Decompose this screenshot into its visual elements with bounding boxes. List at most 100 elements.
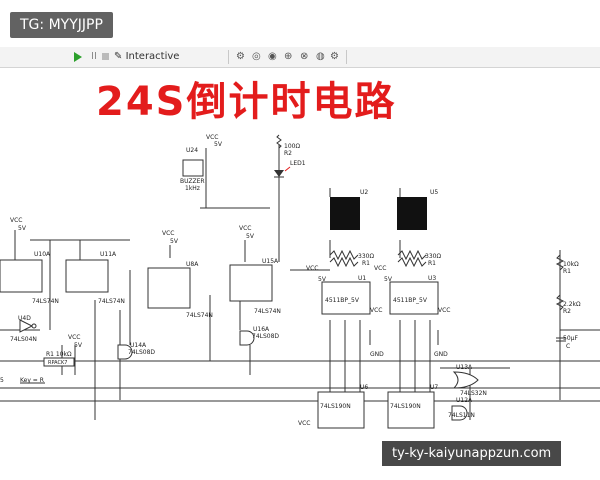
stop-simulation-icon[interactable] <box>102 53 109 60</box>
interactive-mode-label: Interactive <box>125 51 180 62</box>
label-330-b: 330Ω <box>425 253 441 260</box>
label-u13a: U13A <box>456 364 473 371</box>
resistor-array-u1[interactable] <box>329 249 359 268</box>
and-gate-u14a[interactable]: U14A 74LS08D <box>117 342 155 360</box>
resistor-r2-led1[interactable]: 100Ω R2 LED1 <box>274 134 306 178</box>
settings-gear-icon[interactable]: ⚙ <box>330 51 339 62</box>
flipflop-u8a[interactable]: U8A 74LS74N <box>147 261 213 319</box>
page-title: 24S倒计时电路 <box>96 79 397 125</box>
label-74ls74-b: 74LS74N <box>98 298 125 305</box>
measure-icon[interactable]: ◍ <box>316 51 325 62</box>
grapher-icon[interactable]: ◉ <box>268 51 277 62</box>
label-led1: LED1 <box>290 160 306 167</box>
label-74ls74-a: 74LS74N <box>32 298 59 305</box>
probe-icon[interactable]: ⚙ <box>236 51 245 62</box>
watermark-bottom: ty-ky-kaiyunappzun.com <box>382 441 562 466</box>
label-r2-right: R2 <box>563 308 571 315</box>
switch-key[interactable]: 5 Key = R <box>0 377 44 384</box>
label-u3: U3 <box>428 275 436 282</box>
label-74ls32: 74LS32N <box>460 390 487 397</box>
label-u15a: U15A <box>262 258 279 265</box>
label-u11a: U11A <box>100 251 117 258</box>
or-gate-u13a[interactable]: U13A 74LS32N <box>452 364 487 397</box>
run-simulation-icon[interactable] <box>74 52 82 62</box>
analysis-icon[interactable]: ⊗ <box>300 51 309 62</box>
label-5v-c: 5V <box>246 233 255 240</box>
watermark-top: TG: MYYJJPP <box>10 12 113 38</box>
label-u14a: U14A <box>130 342 147 349</box>
label-vcc-c: VCC <box>239 225 251 232</box>
rc-network-right[interactable]: 10kΩ R1 2.2kΩ R2 50µF C <box>555 254 581 350</box>
label-u1: U1 <box>358 275 366 282</box>
counter-u6[interactable]: U6 74LS190N <box>317 384 368 429</box>
label-vcc-h: VCC <box>298 420 310 427</box>
label-u2: U2 <box>360 189 368 196</box>
label-330-a: 330Ω <box>358 253 374 260</box>
inverter-u4d[interactable]: U4D 74LS04N <box>10 315 37 343</box>
label-u7: U7 <box>430 384 438 391</box>
label-74ls08-a: 74LS08D <box>128 349 155 356</box>
label-c: C <box>566 343 570 350</box>
flipflop-u10a[interactable]: U10A 74LS74N <box>0 251 59 305</box>
schematic-canvas[interactable]: U24 BUZZER 1kHz VCC 5V 100Ω R2 LED1 U2 U… <box>0 67 600 440</box>
label-74ls08-b: 74LS08D <box>252 333 279 340</box>
toolbar-separator <box>346 50 347 64</box>
counter-u7[interactable]: U7 74LS190N <box>387 384 438 429</box>
label-5: 5 <box>0 377 4 384</box>
buzzer-u24[interactable]: U24 BUZZER 1kHz VCC 5V <box>180 134 223 192</box>
label-5v: 5V <box>214 141 223 148</box>
label-rpack: RPACK7 <box>48 360 67 366</box>
label-r2: R2 <box>284 150 292 157</box>
label-r1-a: R1 <box>362 260 370 267</box>
label-r2-value: 100Ω <box>284 143 300 150</box>
toolbar-separator <box>228 50 229 64</box>
label-vcc-f: VCC <box>370 307 382 314</box>
label-4511-b: 4511BP_5V <box>393 297 428 304</box>
label-50uf: 50µF <box>563 335 578 342</box>
label-u4d: U4D <box>18 315 31 322</box>
resistor-array-u3[interactable] <box>397 249 427 268</box>
flipflop-u11a[interactable]: U11A 74LS74N <box>65 251 125 305</box>
label-r1-10k: R1 10kΩ <box>46 351 72 358</box>
decoder-u3[interactable]: U3 4511BP_5V <box>389 275 439 315</box>
label-key: Key = R <box>20 377 44 384</box>
label-74ls04: 74LS04N <box>10 336 37 343</box>
label-10k: 10kΩ <box>563 261 579 268</box>
resistor-pack-r1[interactable]: R1 10kΩ RPACK7 VCC 5V <box>43 334 83 367</box>
label-74ls74-c: 74LS74N <box>186 312 213 319</box>
label-vcc-a: VCC <box>10 217 22 224</box>
display-u5[interactable]: U5 <box>397 188 438 230</box>
label-74ls11: 74LS11N <box>448 412 475 419</box>
label-u8a: U8A <box>186 261 199 268</box>
label-22k: 2.2kΩ <box>563 301 581 308</box>
label-vcc: VCC <box>206 134 218 141</box>
label-u10a: U10A <box>34 251 51 258</box>
label-5v-b: 5V <box>170 238 179 245</box>
label-buzzer: BUZZER <box>180 178 205 185</box>
label-vcc-d: VCC <box>306 265 318 272</box>
label-gnd-b: GND <box>434 351 448 358</box>
and-gate-u16a[interactable]: U16A 74LS08D <box>239 326 279 346</box>
label-u5: U5 <box>430 189 438 196</box>
pause-simulation-button[interactable]: II <box>91 51 97 62</box>
label-gnd-a: GND <box>370 351 384 358</box>
label-vcc-b: VCC <box>162 230 174 237</box>
label-vcc-e: VCC <box>374 265 386 272</box>
label-5v-a: 5V <box>18 225 27 232</box>
label-5v-r: 5V <box>74 342 83 349</box>
decoder-u1[interactable]: U1 4511BP_5V <box>321 275 371 315</box>
marker-icon[interactable]: ◎ <box>252 51 261 62</box>
label-u6: U6 <box>360 384 368 391</box>
postprocess-icon[interactable]: ⊕ <box>284 51 293 62</box>
interactive-mode-dropdown[interactable]: ✎ Interactive <box>114 50 179 64</box>
label-vcc-g: VCC <box>438 307 450 314</box>
label-74ls190-b: 74LS190N <box>390 403 421 410</box>
label-u12a: U12A <box>456 397 473 404</box>
label-r1-right: R1 <box>563 268 571 275</box>
label-r1-b: R1 <box>428 260 436 267</box>
label-u24: U24 <box>186 147 198 154</box>
and-gate-u12a[interactable]: U12A 74LS11N <box>448 397 475 421</box>
label-4511-a: 4511BP_5V <box>325 297 360 304</box>
flipflop-u15a[interactable]: U15A 74LS74N <box>229 258 281 315</box>
display-u2[interactable]: U2 <box>329 188 368 230</box>
